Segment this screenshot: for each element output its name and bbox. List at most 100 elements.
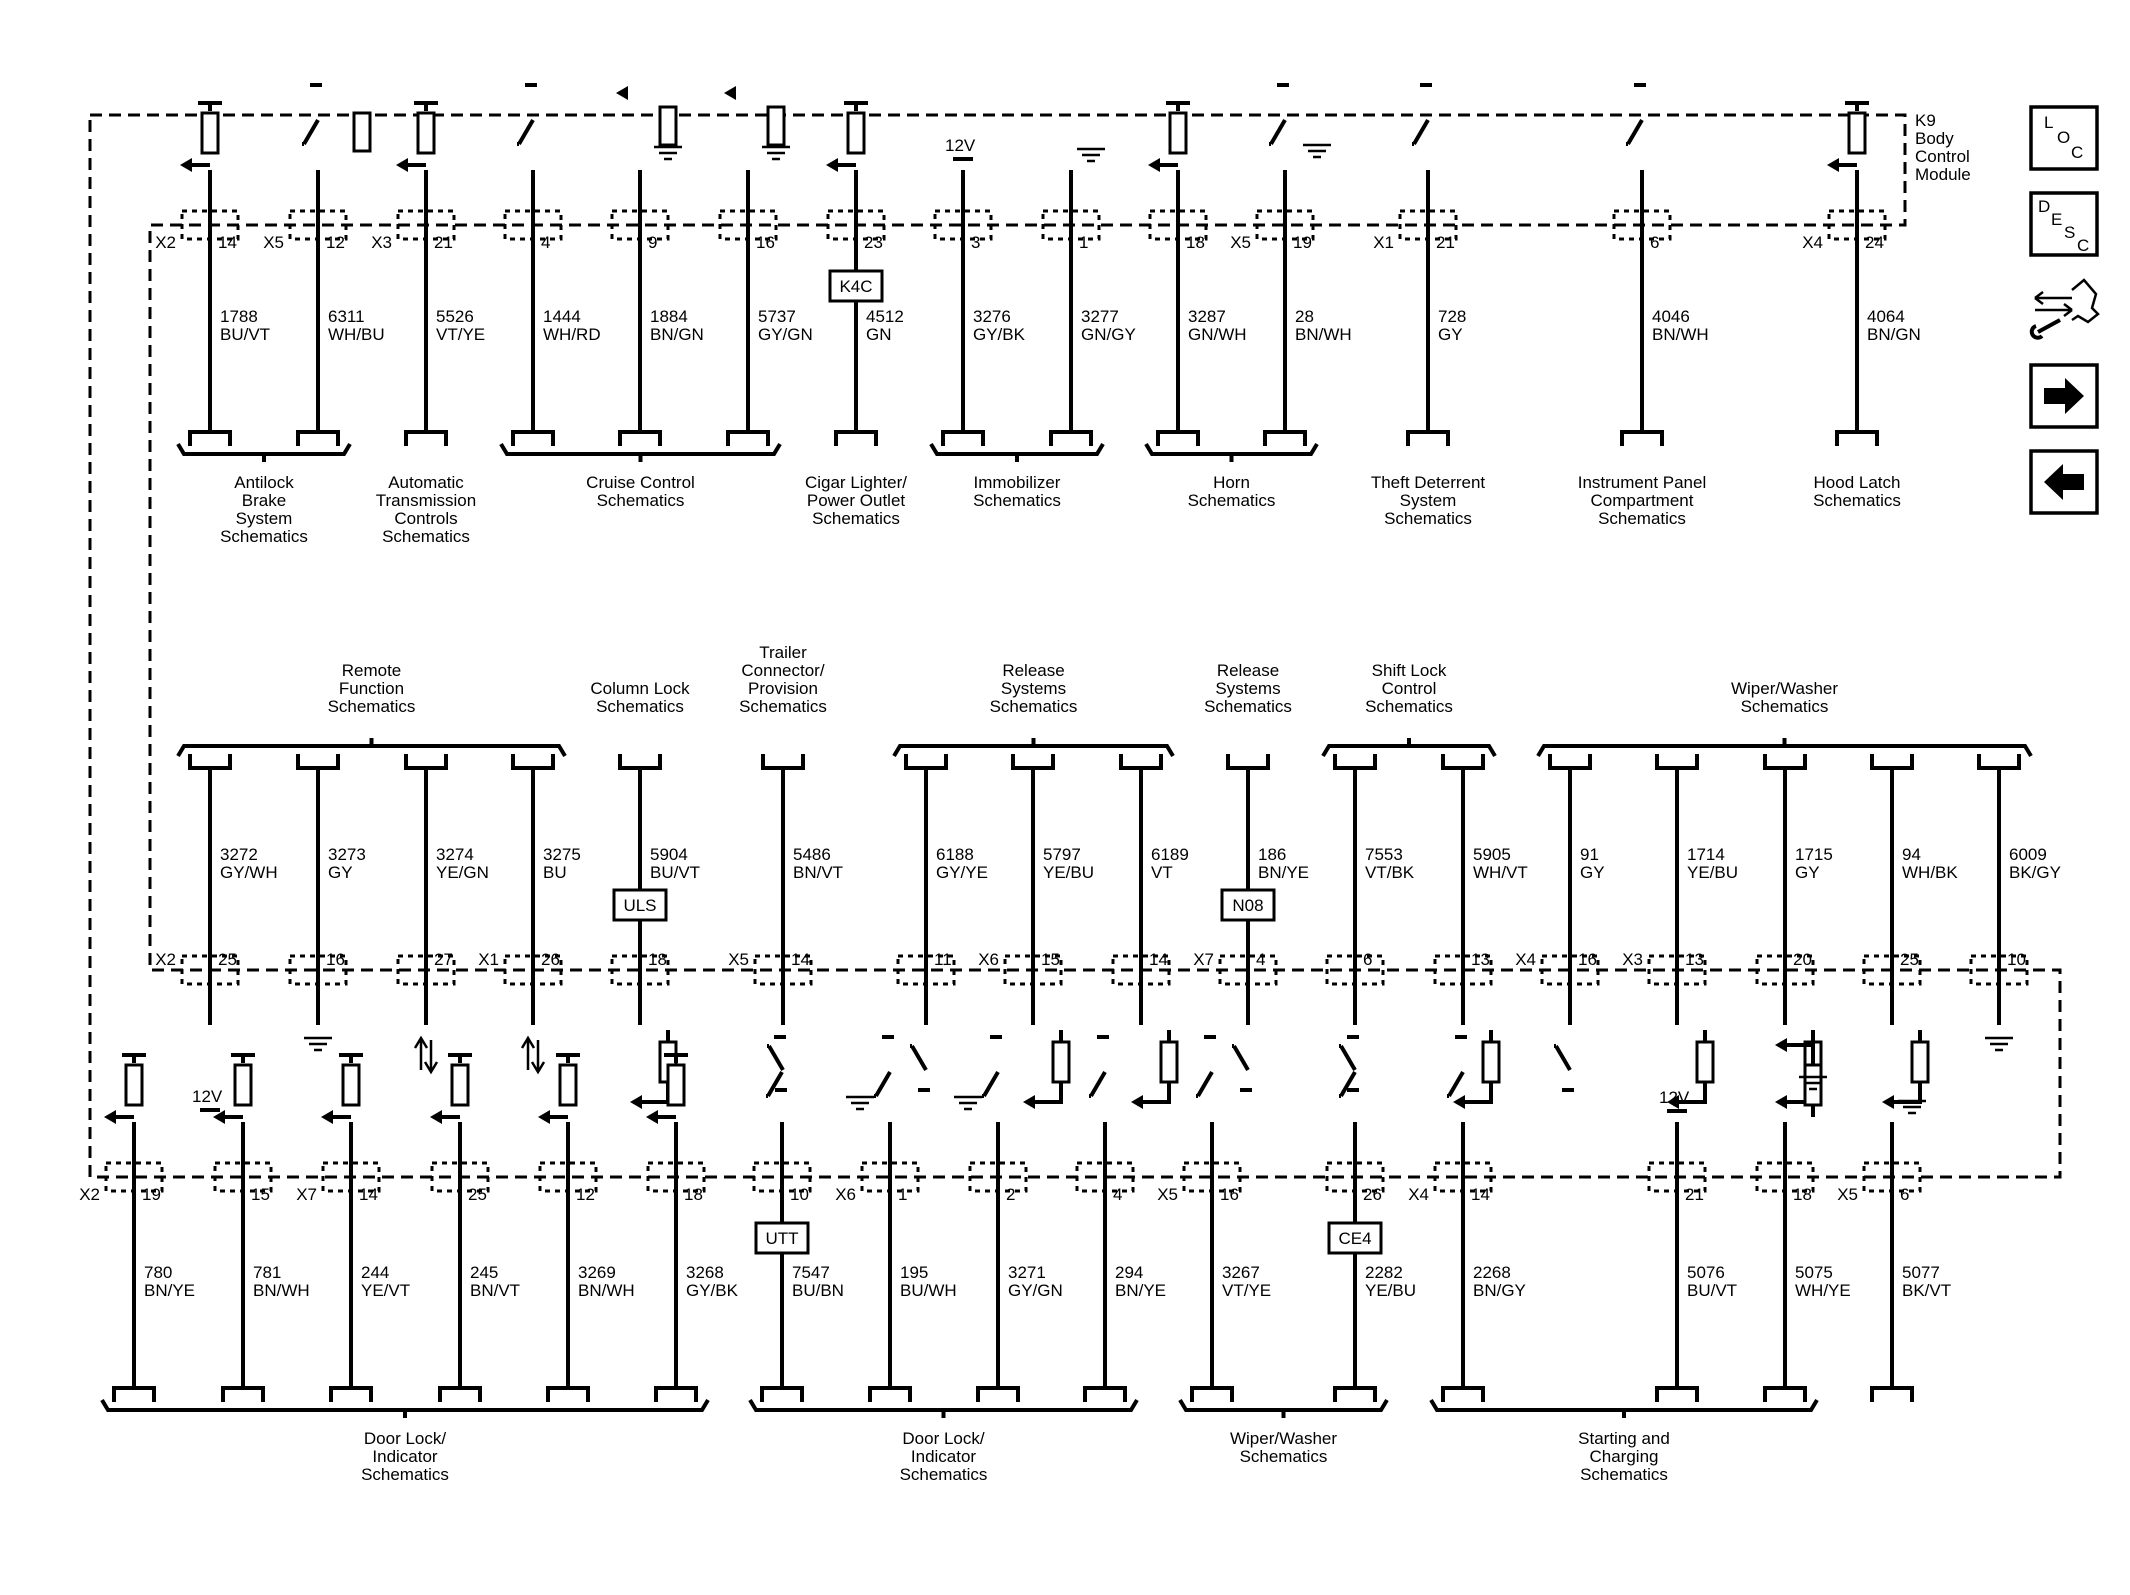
group-bracket: [100, 1398, 710, 1418]
pin-number: 3: [971, 233, 980, 252]
pin-number: 11: [934, 950, 952, 969]
wire-color: GY: [328, 863, 353, 882]
harness-connector: [1763, 754, 1807, 770]
switch-icon: [1196, 1035, 1216, 1098]
output-arrow-icon: [213, 1110, 225, 1124]
pin-number: 24: [1865, 233, 1884, 252]
component-view-icon[interactable]: [2028, 275, 2100, 341]
group-caption-line: Schematics: [597, 491, 685, 510]
output-arrow-icon: [646, 1110, 658, 1124]
switch-icon: [1339, 1044, 1359, 1092]
loc-button[interactable]: L O C: [2029, 105, 2099, 171]
switch-icon: [766, 1035, 786, 1098]
next-page-button[interactable]: [2029, 363, 2099, 429]
desc-button[interactable]: D E S C: [2029, 191, 2099, 257]
connector-label: X1: [478, 950, 499, 969]
wire-color: YE/VT: [361, 1281, 410, 1300]
circuit-number: 245: [470, 1263, 498, 1282]
output-arrow-icon: [321, 1110, 333, 1124]
wire-color: GY/BK: [686, 1281, 739, 1300]
wire-color: YE/BU: [1365, 1281, 1416, 1300]
previous-page-button[interactable]: [2029, 449, 2099, 515]
desc-letter-e: E: [2051, 210, 2062, 229]
harness-connector: [1763, 1386, 1807, 1402]
group-caption-line: Schematics: [328, 697, 416, 716]
pin-number: 9: [648, 233, 657, 252]
supply-tee-icon: [122, 1053, 146, 1063]
resistor-icon: [416, 111, 436, 155]
option-code-box: [754, 1221, 810, 1255]
ground-icon: [1983, 1036, 2015, 1052]
connector-label: X4: [1802, 233, 1823, 252]
